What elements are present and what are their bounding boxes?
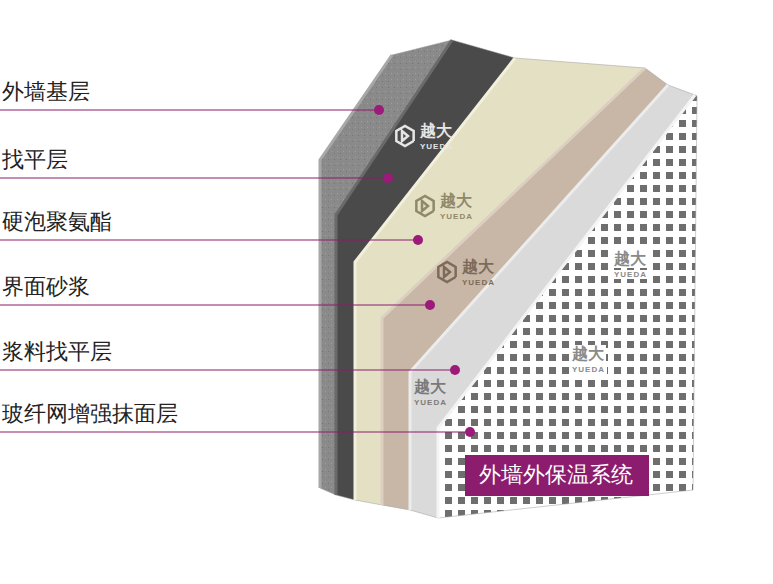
system-title: 外墙外保温系统 (479, 462, 635, 488)
leader-line (0, 304, 430, 305)
layer-edge (438, 95, 695, 518)
watermark-text: 越大 (440, 192, 472, 210)
leader-dot (374, 105, 384, 115)
watermark-text: 越大 (462, 258, 494, 276)
watermark-text: YUEDA (612, 270, 649, 279)
leader-line (0, 177, 388, 178)
watermark-text: YUEDA (420, 142, 453, 151)
layer-label: 外墙基层 (2, 79, 90, 104)
watermark-text: 越大 (414, 378, 446, 396)
mesh-render-layer (438, 95, 697, 518)
watermark-text: YUEDA (462, 278, 495, 287)
watermark-text: YUEDA (570, 365, 607, 374)
watermark-text: 越大 (570, 345, 606, 363)
leader-line (0, 239, 418, 240)
system-title-box: 外墙外保温系统 (465, 455, 649, 496)
leader-dot (383, 173, 393, 183)
layer-label: 找平层 (2, 147, 68, 172)
leader-line (0, 369, 455, 370)
leader-line (0, 109, 379, 110)
watermark-logo (416, 196, 433, 216)
leader-dot (465, 427, 475, 437)
watermark-text: YUEDA (414, 398, 447, 407)
leader-line (0, 431, 470, 432)
layer-label: 玻纤网增强抹面层 (2, 401, 178, 426)
layer-label: 浆料找平层 (2, 339, 112, 364)
leader-dot (450, 365, 460, 375)
watermark-text: YUEDA (440, 212, 473, 221)
watermark-text: 越大 (420, 122, 452, 140)
watermark-logo (438, 262, 455, 282)
layer-label: 界面砂浆 (2, 274, 90, 299)
layer-edge (355, 58, 515, 500)
leader-dot (425, 300, 435, 310)
layer-label: 硬泡聚氨酯 (2, 209, 112, 234)
leader-dot (413, 235, 423, 245)
layer-edge (382, 68, 645, 505)
watermark-text: 越大 (612, 250, 648, 268)
watermark-logo (396, 126, 413, 146)
